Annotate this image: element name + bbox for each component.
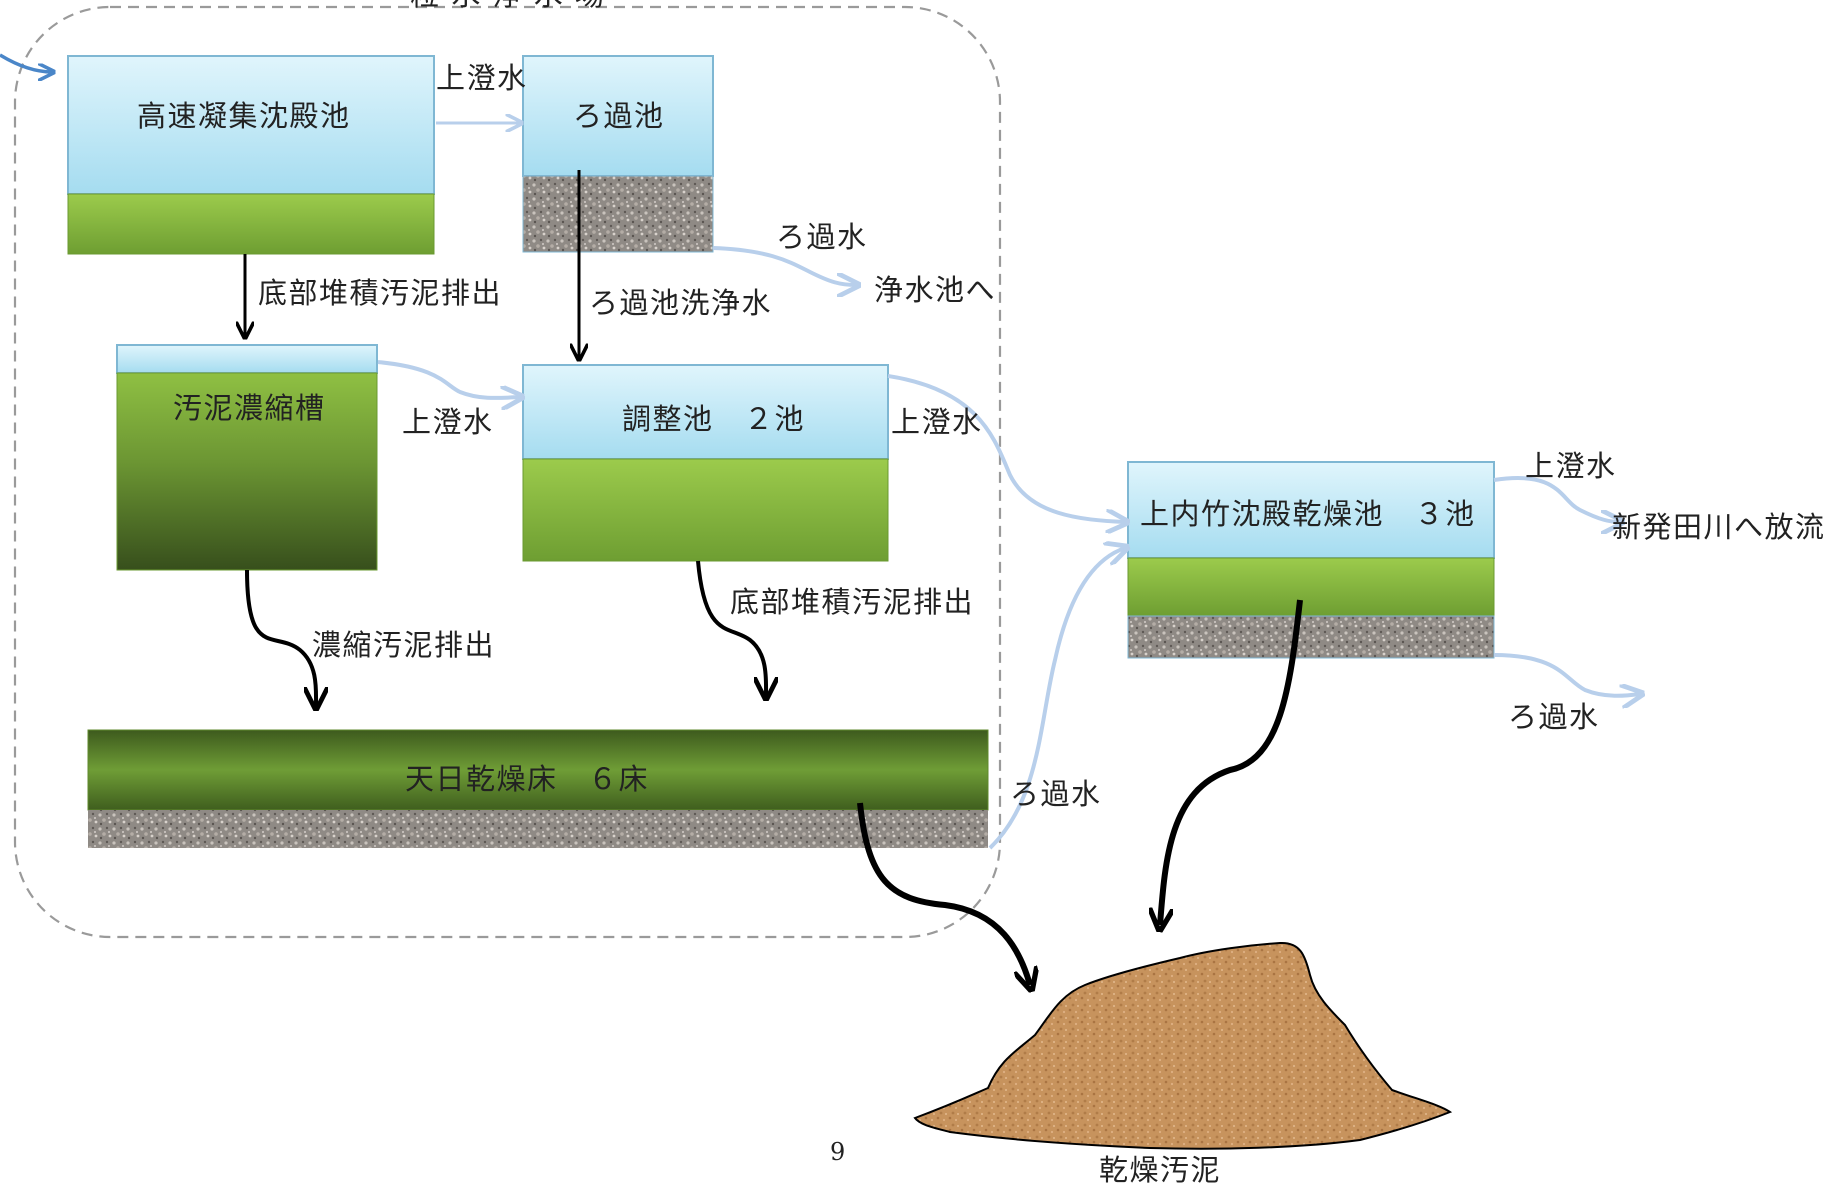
label-to-river: 新発田川へ放流 <box>1612 510 1826 544</box>
label-supernatant-4: 上澄水 <box>1525 449 1617 483</box>
arrow-thickener-to-bed <box>245 569 316 706</box>
arrow-bed-to-dried-sludge <box>857 802 1030 985</box>
label-bottom-sludge-1: 底部堆積汚泥排出 <box>258 276 502 310</box>
drying-bed: 天日乾燥床 ６床 <box>87 729 989 848</box>
adjusting-basin-tank: 調整池 ２池 <box>522 364 889 562</box>
arrow-thickener-to-adjusting <box>377 360 520 398</box>
inflow-arrow <box>0 53 52 72</box>
kamiuchitake-basin-tank: 上内竹沈殿乾燥池 ３池 <box>1127 461 1495 659</box>
label-supernatant-1: 上澄水 <box>436 61 528 95</box>
page-number: 9 <box>830 1138 845 1166</box>
label-dried-sludge: 乾燥汚泥 <box>1099 1153 1221 1185</box>
rapid-clarifier-tank: 高速凝集沈殿池 <box>67 55 435 255</box>
label-filtered-water-2: ろ過水 <box>1010 777 1102 811</box>
label-filtered-water-1: ろ過水 <box>776 220 868 254</box>
plant-name-label: 粒 水 浄 水 場 <box>410 0 605 12</box>
label-supernatant-2: 上澄水 <box>402 405 494 439</box>
label-filter-wash-water: ろ過池洗浄水 <box>589 286 772 320</box>
arrow-adjusting-to-bed <box>696 560 766 696</box>
arrow-filter-to-clean-water <box>712 246 856 285</box>
arrow-kamiuchitake-to-river <box>1493 476 1620 522</box>
dried-sludge-pile <box>913 941 1453 1150</box>
label-bottom-sludge-2: 底部堆積汚泥排出 <box>730 585 974 619</box>
thickener-label: 汚泥濃縮槽 <box>173 391 326 425</box>
arrow-adjusting-to-kamiuchitake <box>887 374 1125 522</box>
plant-boundary <box>13 5 1002 939</box>
rapid-clarifier-label: 高速凝集沈殿池 <box>137 99 351 133</box>
arrow-kamiuchitake-filtrate <box>1493 653 1640 696</box>
adjusting-basin-label: 調整池 ２池 <box>622 402 805 436</box>
arrow-kamiuchitake-to-dried-sludge <box>1160 599 1303 925</box>
thickener-tank: 汚泥濃縮槽 <box>116 344 378 571</box>
arrow-bed-filtrate-to-kamiuchitake <box>988 548 1125 850</box>
label-supernatant-3: 上澄水 <box>891 405 983 439</box>
filter-basin-tank: ろ過池 <box>522 55 714 253</box>
drying-bed-label: 天日乾燥床 ６床 <box>405 762 649 796</box>
label-concentrated-sludge: 濃縮汚泥排出 <box>312 628 495 662</box>
label-filtered-water-3: ろ過水 <box>1508 700 1600 734</box>
label-to-clean-water-basin: 浄水池へ <box>874 273 996 307</box>
filter-basin-label: ろ過池 <box>573 99 665 133</box>
kamiuchitake-basin-label: 上内竹沈殿乾燥池 ３池 <box>1140 497 1476 531</box>
